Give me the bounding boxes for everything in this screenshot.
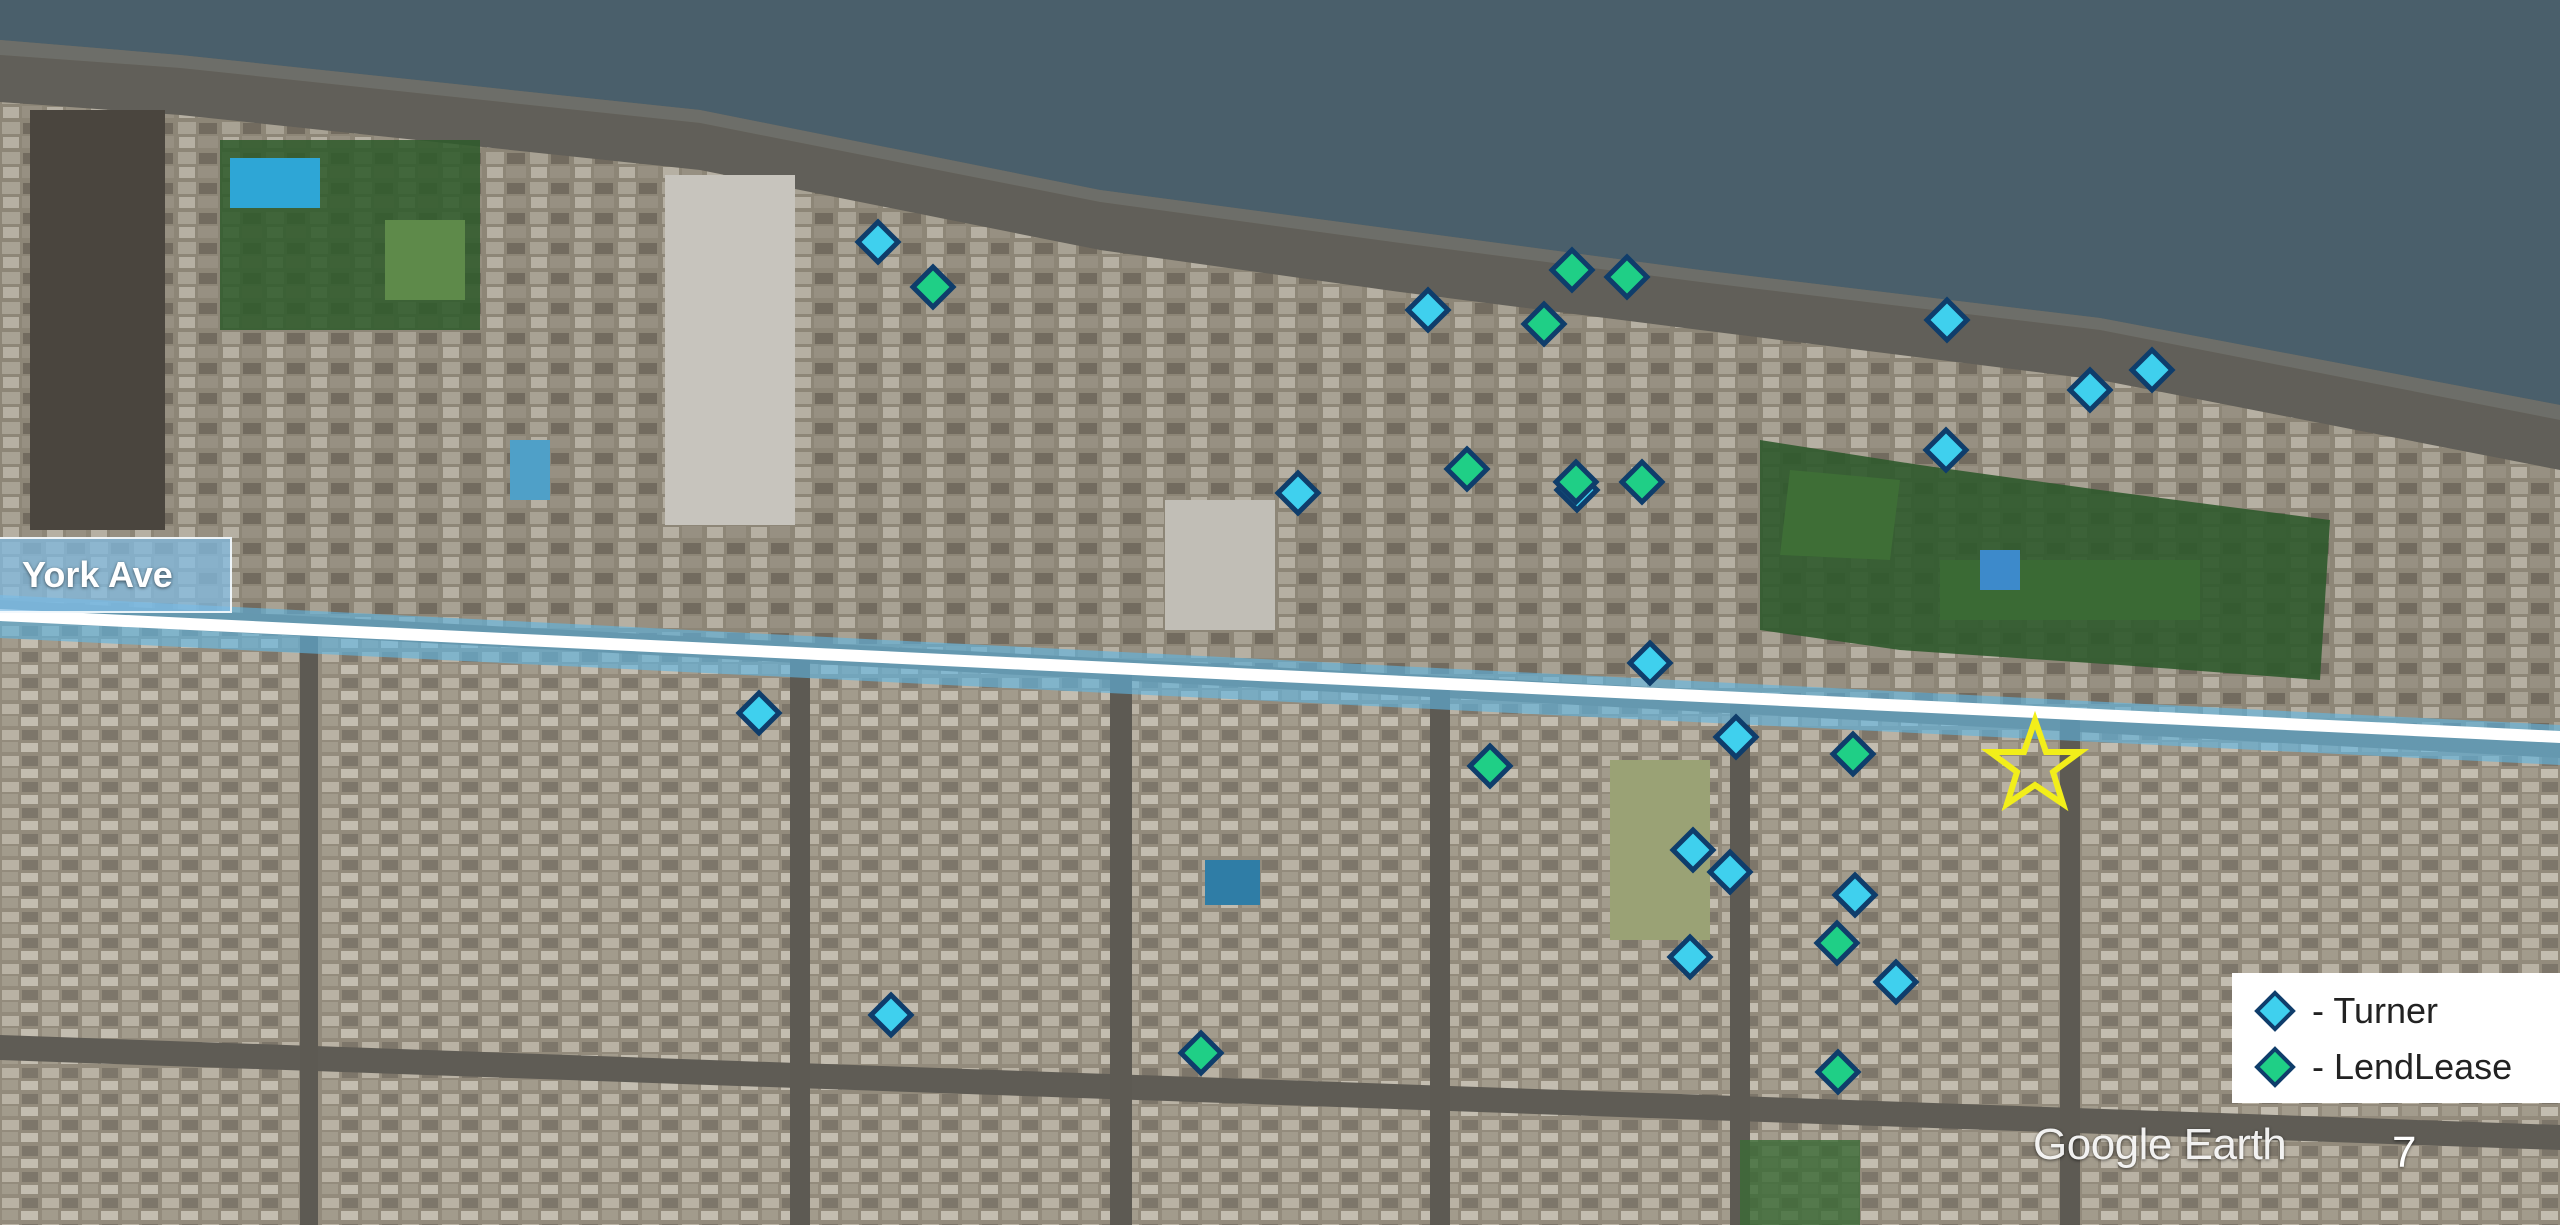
- lendlease-diamond-icon[interactable]: [909, 263, 957, 311]
- legend-label-lendlease: - LendLease: [2312, 1046, 2513, 1087]
- star-icon[interactable]: [1980, 710, 2090, 812]
- lendlease-diamond-icon[interactable]: [1618, 458, 1666, 506]
- turner-diamond-icon[interactable]: [1706, 848, 1754, 896]
- lendlease-diamond-icon[interactable]: [1177, 1029, 1225, 1077]
- lendlease-diamond-icon: [2254, 1046, 2296, 1088]
- lendlease-markers: [909, 246, 1877, 1096]
- turner-diamond-icon[interactable]: [1404, 286, 1452, 334]
- lendlease-diamond-icon[interactable]: [1443, 445, 1491, 493]
- lendlease-diamond-icon[interactable]: [1814, 1048, 1862, 1096]
- lendlease-diamond-icon[interactable]: [1466, 742, 1514, 790]
- turner-diamond-icon[interactable]: [1666, 933, 1714, 981]
- lendlease-diamond-icon[interactable]: [1603, 253, 1651, 301]
- turner-markers: [735, 218, 2176, 1039]
- street-label-text: York Ave: [22, 554, 173, 595]
- turner-diamond-icon[interactable]: [1872, 958, 1920, 1006]
- lendlease-diamond-icon[interactable]: [1829, 730, 1877, 778]
- river: [0, 0, 2560, 420]
- turner-diamond-icon[interactable]: [1626, 639, 1674, 687]
- north-blocks: [0, 102, 2560, 735]
- google-earth-attribution: Google Earth: [2033, 1120, 2287, 1169]
- legend-row-turner: - Turner: [2254, 983, 2560, 1039]
- turner-diamond-icon[interactable]: [854, 218, 902, 266]
- turner-diamond-icon[interactable]: [2128, 346, 2176, 394]
- york-ave-corridor: [0, 595, 2560, 765]
- lendlease-diamond-icon[interactable]: [1813, 919, 1861, 967]
- turner-diamond-icon: [2254, 990, 2296, 1032]
- lendlease-diamond-icon[interactable]: [1520, 300, 1568, 348]
- turner-diamond-icon[interactable]: [1712, 713, 1760, 761]
- lendlease-diamond-icon[interactable]: [1552, 458, 1600, 506]
- south-blocks: [0, 620, 2560, 1225]
- street-label-york-ave: York Ave: [0, 537, 232, 613]
- fdr-drive: [0, 55, 2560, 470]
- legend: - Turner - LendLease: [2232, 973, 2560, 1103]
- turner-diamond-icon[interactable]: [1274, 469, 1322, 517]
- lendlease-diamond-icon[interactable]: [1548, 246, 1596, 294]
- page-number: 7: [2392, 1128, 2417, 1177]
- legend-row-lendlease: - LendLease: [2254, 1039, 2560, 1095]
- turner-diamond-icon[interactable]: [1831, 871, 1879, 919]
- legend-label-turner: - Turner: [2312, 990, 2439, 1031]
- turner-diamond-icon[interactable]: [1922, 426, 1970, 474]
- turner-diamond-icon[interactable]: [735, 689, 783, 737]
- turner-diamond-icon[interactable]: [2066, 366, 2114, 414]
- turner-diamond-icon[interactable]: [1923, 296, 1971, 344]
- turner-diamond-icon[interactable]: [867, 991, 915, 1039]
- turner-diamond-icon[interactable]: [1669, 826, 1717, 874]
